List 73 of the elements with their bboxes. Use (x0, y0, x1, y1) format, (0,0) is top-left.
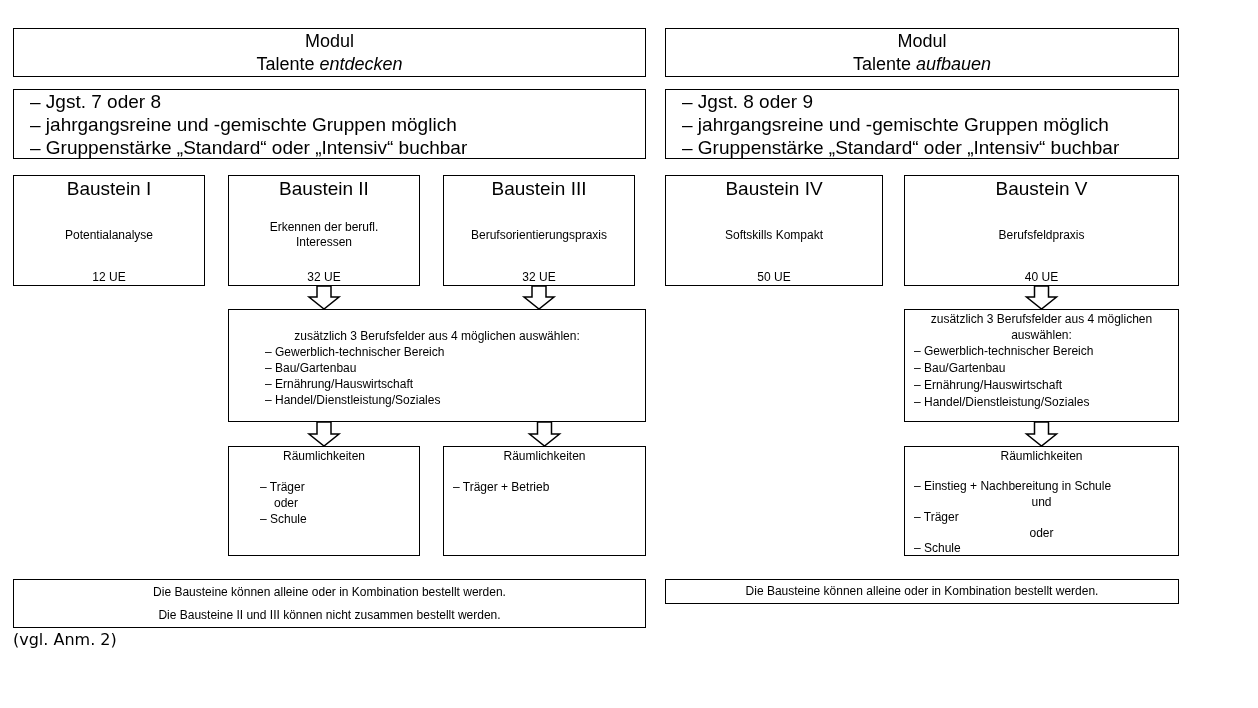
module-title: Talente entdecken (256, 52, 403, 76)
block-arrow (1024, 421, 1059, 447)
text-box (228, 309, 646, 422)
hours-label: 40 UE (1024, 270, 1059, 285)
module-heading: Baustein III (491, 177, 587, 200)
hours-label: 50 UE (757, 270, 791, 285)
module-description: Berufsorientierungspraxis (470, 227, 608, 243)
block-arrow (521, 285, 557, 310)
text-box (228, 446, 420, 556)
text-box (13, 175, 205, 286)
hours-label: 12 UE (92, 270, 126, 285)
list-item: – Handel/Dienstleistung/Soziales (913, 394, 1091, 411)
list-item: – Gewerblich-technischer Bereich (264, 344, 446, 360)
list-item: – Träger (259, 479, 306, 495)
text-box (228, 175, 420, 286)
list-item: – Träger + Betrieb (452, 479, 551, 495)
list-heading: Räumlichkeiten (281, 449, 366, 464)
block-arrow (527, 421, 562, 447)
hours-label: 32 UE (522, 270, 556, 285)
text-box (904, 446, 1179, 556)
module-title: Talente aufbauen (852, 52, 992, 76)
block-arrow (306, 421, 342, 447)
bullet-item: – Gruppenstärke „Standard“ oder „Intensiv“ buchbar (30, 135, 469, 159)
module-description: Erkennen der berufl. Interessen (268, 220, 380, 250)
text-box (665, 175, 883, 286)
module-heading: Baustein I (66, 177, 152, 200)
module-heading: Baustein V (995, 177, 1088, 200)
bullet-item: – Gruppenstärke „Standard“ oder „Intensiv“ buchbar (682, 135, 1121, 159)
text-box (13, 28, 646, 77)
bullet-item: – Jgst. 7 oder 8 (30, 89, 162, 113)
list-item: – Einstieg + Nachbereitung in Schule (913, 479, 1113, 495)
list-item: – Bau/Gartenbau (913, 360, 1007, 377)
module-title: Modul (305, 29, 354, 53)
list-heading: Räumlichkeiten (502, 449, 587, 464)
note-text: (vgl. Anm. 2) (13, 630, 117, 650)
text-box (904, 175, 1179, 286)
module-description: Potentialanalyse (64, 227, 154, 243)
text-box (13, 579, 646, 628)
list-heading: zusätzlich 3 Berufsfelder aus 4 möglichen auswählen: (929, 311, 1154, 343)
block-arrow (1024, 285, 1059, 310)
module-description: Softskills Kompakt (724, 227, 823, 243)
list-item: – Ernährung/Hauswirtschaft (264, 376, 415, 392)
list-item: – Schule (259, 511, 308, 527)
text-box (443, 175, 635, 286)
note-text: Die Bausteine können alleine oder in Kombination bestellt werden. (153, 584, 506, 600)
list-connector-word: oder (1028, 525, 1055, 541)
list-item: – Gewerblich-technischer Bereich (913, 343, 1095, 360)
module-title: Modul (897, 29, 947, 53)
list-connector-word: oder (273, 495, 300, 511)
list-item: – Träger (913, 510, 960, 526)
note-text: Die Bausteine können alleine oder in Kombination bestellt werden. (745, 584, 1099, 599)
list-item: – Bau/Gartenbau (264, 360, 358, 376)
text-box (665, 579, 1179, 604)
bullet-item: – Jgst. 8 oder 9 (682, 89, 814, 113)
list-heading: Räumlichkeiten (999, 449, 1084, 464)
text-box (904, 309, 1179, 422)
list-item: – Schule (913, 541, 962, 557)
bullet-item: – jahrgangsreine und -gemischte Gruppen möglich (682, 112, 1110, 136)
hours-label: 32 UE (307, 270, 341, 285)
module-heading: Baustein IV (725, 177, 823, 200)
text-box (665, 89, 1179, 159)
list-item: – Ernährung/Hauswirtschaft (913, 377, 1064, 394)
list-heading: zusätzlich 3 Berufsfelder aus 4 möglichen auswählen: (293, 328, 581, 344)
module-description: Berufsfeldpraxis (998, 227, 1085, 243)
bullet-item: – jahrgangsreine und -gemischte Gruppen möglich (30, 112, 458, 136)
module-heading: Baustein II (279, 177, 369, 200)
note-text: Die Bausteine II und III können nicht zusammen bestellt werden. (158, 607, 501, 623)
text-box (665, 28, 1179, 77)
block-arrow (306, 285, 342, 310)
text-box (443, 446, 646, 556)
list-item: – Handel/Dienstleistung/Soziales (264, 392, 442, 408)
list-connector-word: und (1030, 494, 1053, 510)
text-box (13, 89, 646, 159)
